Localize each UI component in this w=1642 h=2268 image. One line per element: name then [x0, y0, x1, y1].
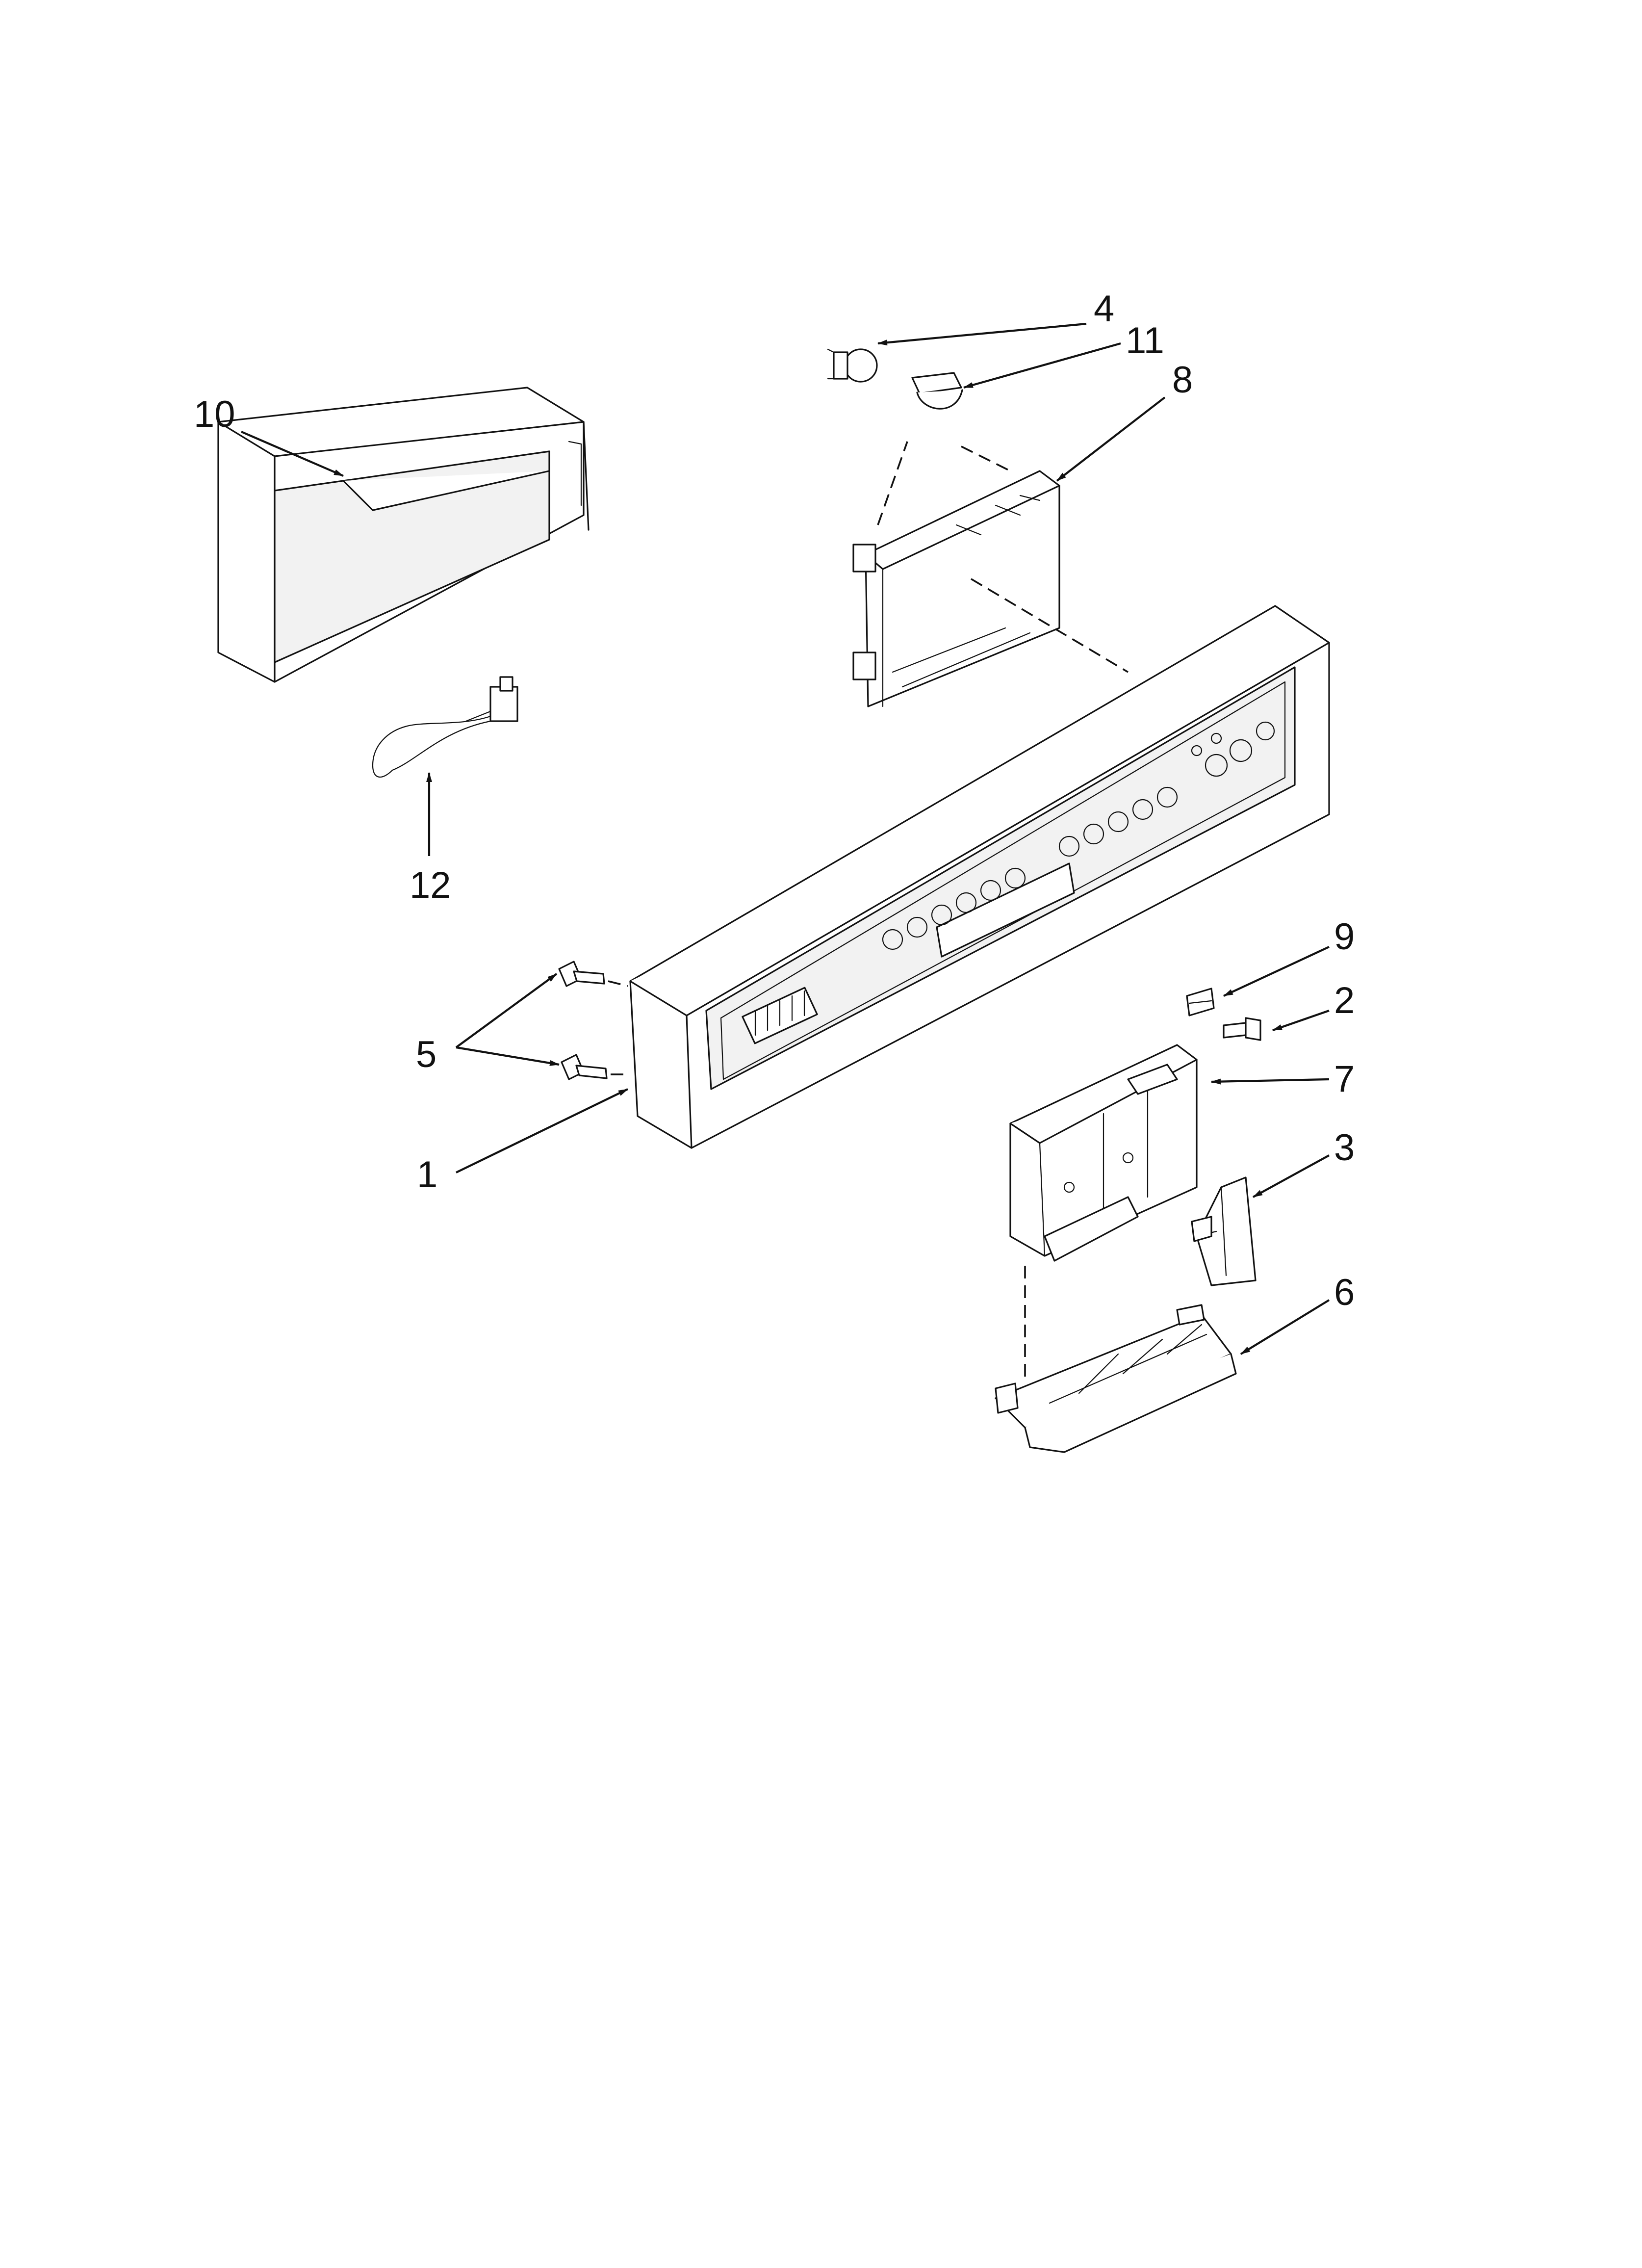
part-8-control-board [852, 470, 1060, 707]
screw-upper [558, 961, 605, 987]
part-6-latch-bracket [995, 1304, 1237, 1453]
part-11-clip [911, 372, 963, 410]
part-12-wire-harness [372, 676, 518, 778]
callout-4: 4 [1094, 288, 1114, 330]
callout-7: 7 [1334, 1058, 1355, 1100]
part-5-screws [558, 961, 608, 1080]
part-4-sensor [827, 348, 878, 383]
part-9-clip [1186, 988, 1215, 1017]
leader-lines [241, 322, 1330, 1355]
callout-12: 12 [410, 864, 451, 906]
callout-2: 2 [1334, 980, 1355, 1021]
callout-3: 3 [1334, 1127, 1355, 1169]
screw-lower [561, 1054, 608, 1080]
assembly-lines [608, 441, 1129, 1379]
part-2-screw [1223, 1017, 1261, 1041]
callout-11: 11 [1126, 320, 1164, 362]
callout-labels: 10 4 11 8 12 5 1 9 2 7 3 6 [194, 288, 1355, 1313]
callout-1: 1 [417, 1154, 437, 1196]
callout-6: 6 [1334, 1272, 1355, 1313]
part-3-latch-lever [1191, 1176, 1257, 1286]
callout-8: 8 [1172, 359, 1193, 401]
part-7-latch-assembly [1009, 1044, 1198, 1262]
callout-9: 9 [1334, 916, 1355, 958]
part-1-console-panel [629, 605, 1330, 1149]
part-10-access-cover [217, 387, 590, 683]
callout-10: 10 [194, 393, 235, 435]
callout-5: 5 [416, 1034, 436, 1075]
